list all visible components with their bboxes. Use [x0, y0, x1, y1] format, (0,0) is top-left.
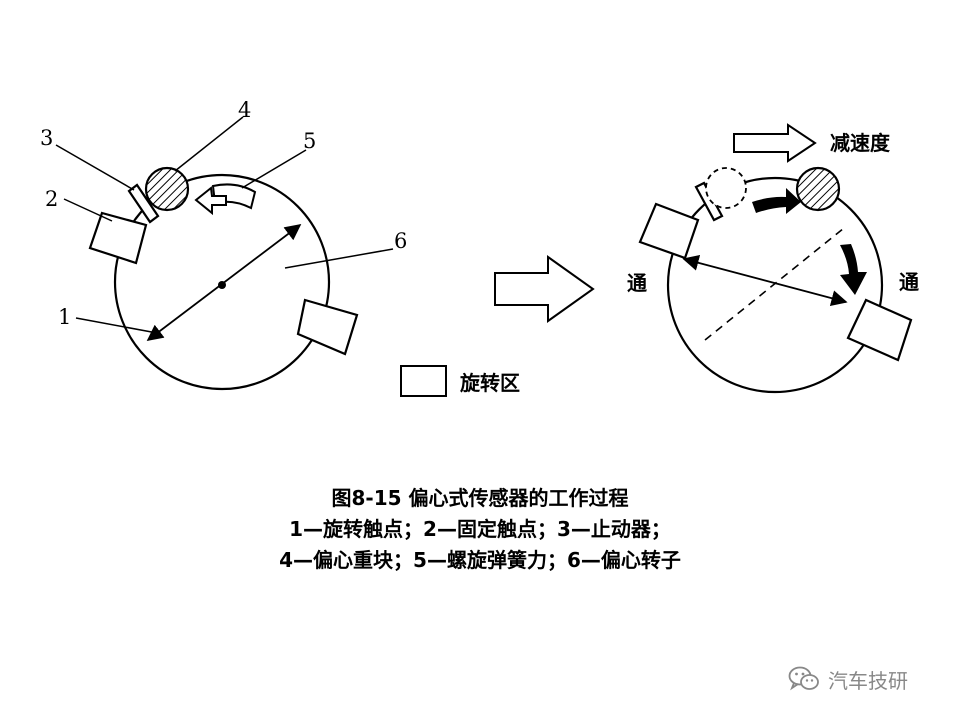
transition-arrow-icon — [494, 255, 595, 323]
figure-caption: 图8-15 偏心式传感器的工作过程 1—旋转触点；2—固定触点；3—止动器； 4… — [0, 483, 960, 576]
rotation-zone-swatch — [400, 365, 447, 397]
rotation-zone-label: 旋转区 — [459, 371, 520, 395]
watermark-text: 汽车技研 — [828, 668, 908, 693]
legend: 旋转区 — [400, 365, 520, 397]
stopper-shape — [127, 183, 160, 224]
rotor-motion-arrow-icon — [840, 244, 867, 295]
leader-line-5 — [241, 149, 307, 189]
leader-line-3 — [55, 144, 135, 191]
deceleration-arrow-icon — [733, 123, 817, 163]
rotor-center-dot — [218, 281, 226, 289]
fixed-contact-right-shape — [846, 298, 913, 362]
mass-previous-position — [705, 167, 747, 209]
label-1: 1 — [58, 305, 71, 329]
conduct-label-left: 通 — [627, 271, 647, 295]
rotor-circle-right — [666, 176, 884, 394]
spring-arrow-icon — [194, 186, 227, 216]
deceleration-label: 减速度 — [830, 131, 891, 155]
left-diagram: 1 2 3 4 5 6 — [40, 98, 407, 391]
leader-line-2 — [63, 198, 113, 222]
right-diagram: 减速度 通 通 — [627, 123, 919, 394]
stopper-right-shape — [694, 181, 724, 222]
caption-line-2: 4—偏心重块；5—螺旋弹簧力；6—偏心转子 — [279, 548, 681, 572]
leader-line-4 — [174, 116, 244, 172]
eccentric-rotor-circle — [113, 173, 331, 391]
leader-line-1 — [75, 317, 158, 334]
label-5: 5 — [303, 129, 316, 153]
watermark: 汽车技研 — [788, 662, 908, 696]
conduction-arrow — [682, 254, 848, 307]
rotor-dashed-axis — [704, 227, 845, 341]
label-2: 2 — [45, 187, 58, 211]
caption-line-1: 1—旋转触点；2—固定触点；3—止动器； — [289, 517, 671, 541]
rotating-contact-right-shape — [638, 202, 700, 260]
label-6: 6 — [394, 229, 407, 253]
conduct-label-right: 通 — [899, 270, 919, 294]
eccentric-mass-right-shape — [795, 166, 841, 212]
label-3: 3 — [40, 126, 53, 150]
wechat-icon — [788, 666, 819, 691]
label-4: 4 — [238, 98, 251, 122]
mass-motion-arrow-icon — [752, 188, 801, 214]
caption-title: 图8-15 偏心式传感器的工作过程 — [331, 486, 629, 510]
rotating-contact-shape — [88, 211, 148, 265]
eccentric-mass-shape — [144, 166, 190, 212]
leader-line-6 — [284, 248, 394, 269]
